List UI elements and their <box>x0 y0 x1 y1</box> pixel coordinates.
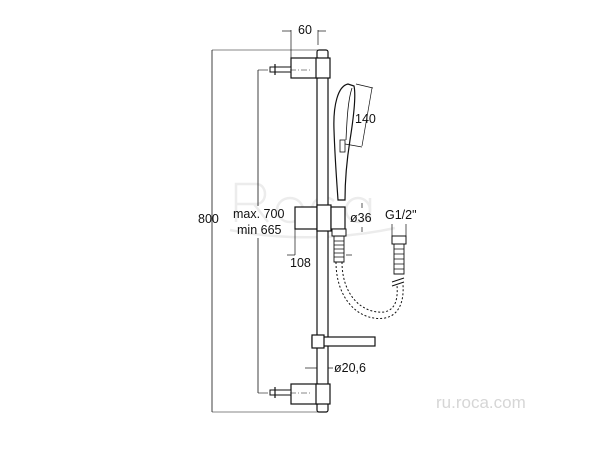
label-140: 140 <box>355 112 376 126</box>
label-max-700: max. 700 <box>233 207 285 221</box>
label-diam-36: ø36 <box>350 211 372 225</box>
label-60: 60 <box>298 23 312 37</box>
label-800: 800 <box>198 212 219 226</box>
shower-hose <box>331 228 407 319</box>
label-thread: G1/2" <box>385 208 417 222</box>
dim-800-line <box>211 49 318 413</box>
soap-dish <box>311 334 376 349</box>
bottom-wall-bracket <box>269 383 331 405</box>
website-watermark: ru.roca.com <box>436 393 526 412</box>
label-min-665: min 665 <box>237 223 282 237</box>
label-rail-diameter: ø20,6 <box>334 361 366 375</box>
centerlines <box>290 69 312 394</box>
hand-shower <box>333 83 356 201</box>
slider-holder <box>294 204 346 232</box>
dim-36-line <box>346 203 363 256</box>
dim-140-line <box>344 83 374 148</box>
dim-700-line <box>257 69 268 394</box>
top-wall-bracket <box>269 57 331 79</box>
dim-108-line <box>287 229 296 256</box>
label-108: 108 <box>290 256 311 270</box>
dim-thread-line <box>391 224 407 236</box>
dim-60-line <box>282 30 326 58</box>
